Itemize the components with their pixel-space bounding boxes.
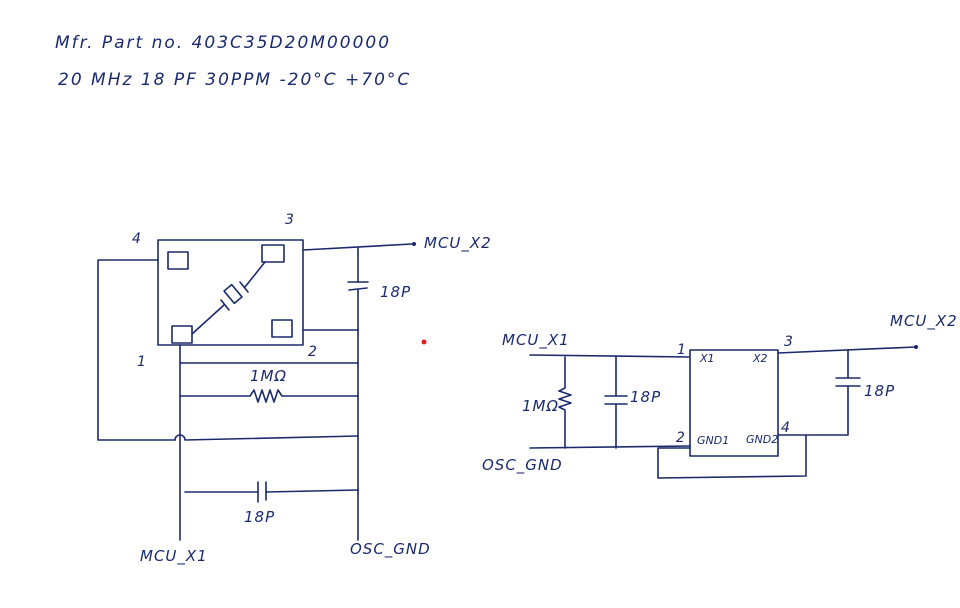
right-gnd-wire (529, 445, 691, 449)
oscillator-ic (689, 349, 779, 457)
right-resistor-icon (558, 356, 572, 449)
pad-1 (171, 325, 193, 344)
left-pin-2: 2 (308, 344, 317, 360)
right-gnd-tie-loop (657, 434, 807, 479)
right-label-resistor: 1MΩ (522, 397, 559, 415)
right-schematic: X1 X2 GND1 GND2 1 2 3 4 MCU_X1 1MΩ 18P O… (482, 312, 958, 479)
right-label-cap-right: 18P (864, 382, 895, 400)
ic-pin-gnd2: GND2 (746, 433, 778, 446)
net-x2-terminal (412, 242, 416, 246)
left-schematic: 4 3 1 2 MCU_X2 18P 1MΩ 18P MCU_X1 OSC_GN… (97, 212, 492, 566)
pad-2 (271, 319, 293, 338)
right-cap-right-icon (835, 377, 861, 387)
right-label-cap-left: 18P (630, 388, 661, 406)
right-pin-3: 3 (784, 334, 793, 350)
left-label-mcu-x2: MCU_X2 (424, 234, 492, 253)
right-net-x1-wire (529, 354, 691, 358)
crystal-leads (191, 261, 266, 335)
right-net-x2-terminal (914, 345, 918, 349)
pad-4 (167, 251, 189, 270)
left-label-mcu-x1: MCU_X1 (140, 547, 208, 566)
crystal-element-icon (223, 283, 243, 305)
pin4-loop-wire (97, 259, 176, 441)
left-label-cap-bottom: 18P (244, 508, 275, 526)
red-dot-marker (421, 339, 427, 345)
net-x2-wire (302, 243, 413, 251)
right-net-x2-wire (777, 346, 916, 354)
crystal-plates (220, 281, 249, 311)
cap-bottom-icon (257, 481, 267, 503)
resistor-icon (179, 389, 359, 403)
ic-pin-x1: X1 (699, 352, 715, 365)
pad-3 (261, 244, 285, 263)
cap-bottom-wire (184, 489, 359, 493)
right-pin-1: 1 (677, 342, 686, 358)
right-cap-left-icon (604, 395, 628, 405)
left-pin-4: 4 (132, 231, 141, 247)
left-label-cap-right: 18P (380, 283, 411, 301)
spec-note: 20 MHz 18 PF 30PPM -20°C +70°C (58, 70, 411, 90)
right-cap-right-wire (777, 349, 849, 436)
ic-pin-gnd1: GND1 (697, 434, 729, 447)
left-label-resistor: 1MΩ (250, 367, 287, 385)
right-label-mcu-x2: MCU_X2 (890, 312, 958, 331)
left-label-osc-gnd: OSC_GND (350, 540, 431, 559)
right-pin-2: 2 (676, 430, 685, 446)
pin4-crossover (174, 434, 359, 441)
cap-right-icon (347, 281, 369, 291)
ic-pin-x2: X2 (752, 352, 768, 365)
part-number-note: Mfr. Part no. 403C35D20M00000 (55, 33, 391, 53)
left-pin-3: 3 (285, 212, 294, 228)
right-pin-4: 4 (781, 420, 790, 436)
crystal-package (157, 239, 304, 346)
right-label-osc-gnd: OSC_GND (482, 456, 563, 475)
right-label-mcu-x1: MCU_X1 (502, 331, 570, 350)
left-pin-1: 1 (137, 354, 146, 370)
